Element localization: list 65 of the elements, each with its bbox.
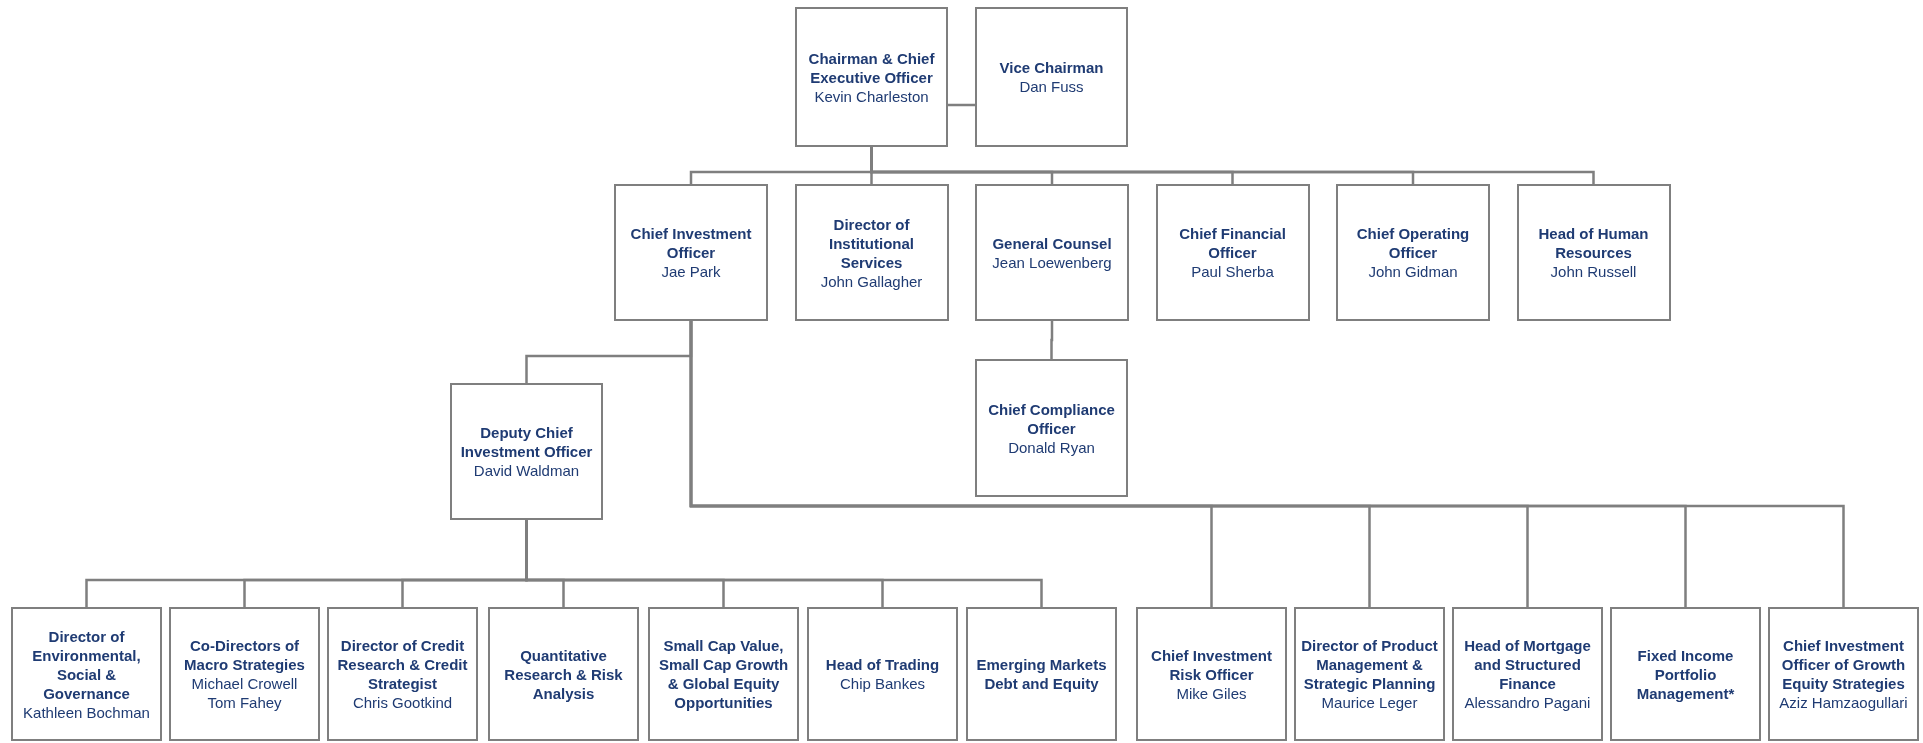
job-title: Head of Human Resources xyxy=(1537,224,1650,262)
position-box xyxy=(794,184,949,321)
position-box xyxy=(1155,184,1310,321)
person-name: Chris Gootkind xyxy=(352,693,453,712)
job-title: Director of Credit Research & Credit Strategist xyxy=(336,636,469,693)
job-title: Director of Product Management & Strategic Planning xyxy=(1300,636,1439,693)
person-name: Kathleen Bochman xyxy=(23,702,150,722)
person-name: Paul Sherba xyxy=(1191,262,1274,281)
person-name: Dan Fuss xyxy=(1019,77,1084,96)
job-title: Head of Mortgage and Structured Finance xyxy=(1463,636,1592,693)
job-title: Chairman & Chief Executive Officer xyxy=(807,48,936,87)
person-name: Mike Giles xyxy=(1176,683,1247,703)
connector-line xyxy=(1050,321,1054,359)
position-box xyxy=(807,607,958,741)
position-box xyxy=(975,359,1128,497)
position-box xyxy=(1610,607,1761,741)
job-title: Emerging Markets Debt and Equity xyxy=(975,655,1108,693)
person-name: Jae Park xyxy=(661,262,721,281)
position-box xyxy=(975,184,1129,321)
job-title: Director of Institutional Services xyxy=(828,214,915,272)
position-box xyxy=(1768,607,1919,741)
position-box xyxy=(1294,607,1445,741)
job-title: Vice Chairman xyxy=(999,58,1104,77)
position-box xyxy=(169,607,320,741)
person-name: Chip Bankes xyxy=(839,674,926,693)
person-name: Kevin Charleston xyxy=(814,86,929,106)
connector-line xyxy=(948,103,975,107)
position-box xyxy=(648,607,799,741)
job-title: Fixed Income Portfolio Management* xyxy=(1635,645,1736,703)
position-box xyxy=(450,383,603,520)
person-name: John Gidman xyxy=(1368,262,1458,281)
position-box xyxy=(1136,607,1287,741)
job-title: Chief Operating Officer xyxy=(1355,224,1471,262)
position-box xyxy=(966,607,1117,741)
person-name: John Russell xyxy=(1550,262,1637,281)
job-title: Chief Investment Risk Officer xyxy=(1150,645,1273,684)
job-title: Chief Investment Officer of Growth Equity Strategies xyxy=(1780,636,1907,693)
position-box xyxy=(1516,184,1671,321)
person-name: David Waldman xyxy=(473,461,580,480)
person-name: Tom Fahey xyxy=(207,693,282,712)
job-title: Deputy Chief Investment Officer xyxy=(459,423,594,461)
job-title: Co-Directors of Macro Strategies xyxy=(183,636,306,674)
person-name: John Gallagher xyxy=(820,271,923,291)
person-name: Donald Ryan xyxy=(1008,437,1095,457)
person-name: Aziz Hamzaogullari xyxy=(1779,693,1908,712)
position-box xyxy=(975,7,1128,147)
job-title: Small Cap Value, Small Cap Growth & Global Equity Opportunities xyxy=(657,636,790,712)
person-name: Alessandro Pagani xyxy=(1464,693,1591,712)
person-name: Jean Loewenberg xyxy=(992,252,1112,272)
job-title: Director of Environmental, Social & Governance xyxy=(31,626,142,703)
job-title: Chief Investment Officer xyxy=(629,224,753,262)
person-name: Maurice Leger xyxy=(1321,693,1418,712)
job-title: Chief Financial Officer xyxy=(1178,224,1287,262)
position-box xyxy=(1452,607,1603,741)
position-box xyxy=(614,184,768,321)
position-box xyxy=(795,7,948,147)
position-box xyxy=(327,607,478,741)
position-box xyxy=(1336,184,1490,321)
job-title: Chief Compliance Officer xyxy=(987,399,1116,438)
position-box xyxy=(11,607,162,741)
position-box xyxy=(488,607,639,741)
person-name: Michael Crowell xyxy=(191,674,298,693)
job-title: General Counsel xyxy=(992,233,1112,253)
job-title: Quantitative Research & Risk Analysis xyxy=(503,645,624,703)
job-title: Head of Trading xyxy=(825,655,940,674)
